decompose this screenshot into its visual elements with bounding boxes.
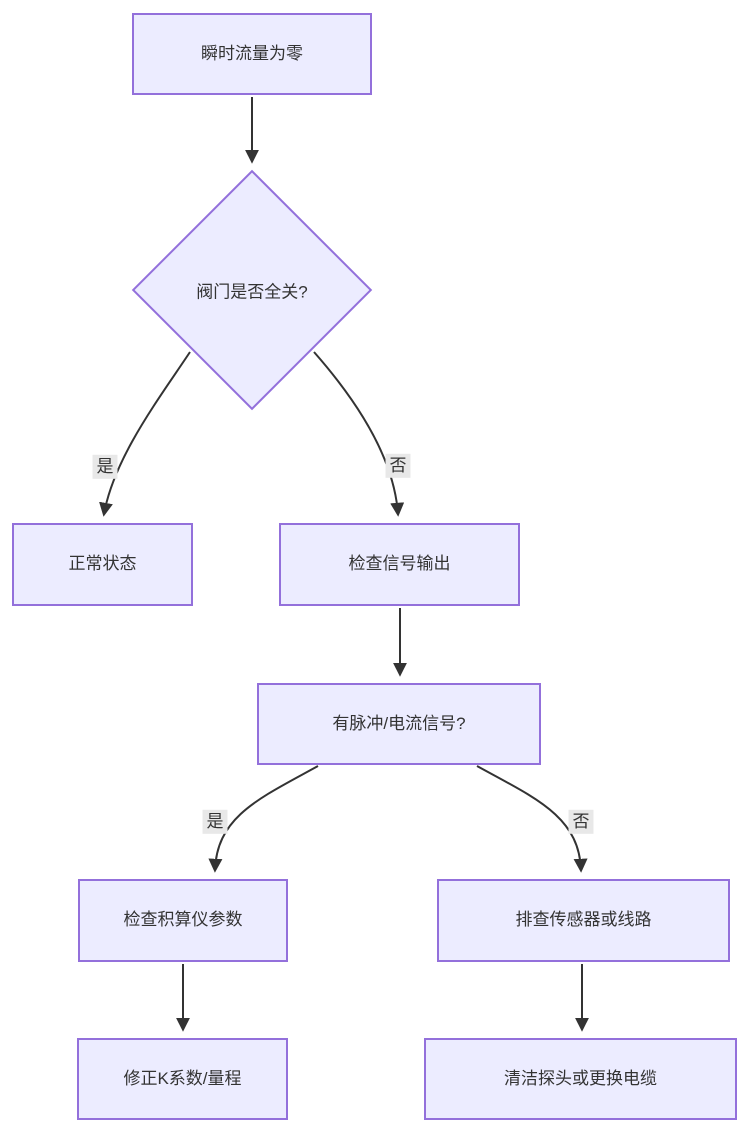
edge-e-f-yes: [208, 765, 319, 873]
node-label: 修正K系数/量程: [123, 1068, 242, 1088]
node-inspect-sensor-or-wiring: 排查传感器或线路: [437, 879, 730, 962]
node-label: 排查传感器或线路: [515, 910, 652, 930]
node-check-signal-output: 检查信号输出: [279, 523, 520, 606]
edge-label-no-valve: 否: [385, 453, 411, 479]
node-label: 检查信号输出: [348, 554, 451, 574]
edge-label-no-signal: 否: [568, 809, 594, 835]
node-label: 阀门是否全关?: [196, 282, 308, 302]
node-pulse-current-signal-question: 有脉冲/电流信号?: [257, 683, 541, 765]
node-label: 瞬时流量为零: [201, 43, 303, 63]
node-label: 有脉冲/电流信号?: [332, 713, 466, 733]
node-correct-k-factor-range: 修正K系数/量程: [77, 1038, 288, 1120]
edge-e-g-no: [476, 765, 588, 873]
node-valve-fully-closed-decision: 阀门是否全关?: [131, 169, 373, 411]
node-clean-probe-or-replace-cable: 清洁探头或更换电缆: [424, 1038, 737, 1120]
edge-label-yes-valve: 是: [92, 454, 118, 480]
edge-b-c-yes: [99, 351, 191, 517]
node-label: 清洁探头或更换电缆: [504, 1068, 657, 1088]
node-label: 检查积算仪参数: [123, 910, 243, 930]
node-normal-state: 正常状态: [12, 523, 193, 606]
node-check-totalizer-params: 检查积算仪参数: [78, 879, 288, 962]
node-instant-flow-zero: 瞬时流量为零: [132, 13, 372, 95]
node-label: 正常状态: [68, 554, 137, 574]
edge-label-yes-signal: 是: [202, 809, 228, 835]
edge-b-d-no: [313, 351, 405, 517]
